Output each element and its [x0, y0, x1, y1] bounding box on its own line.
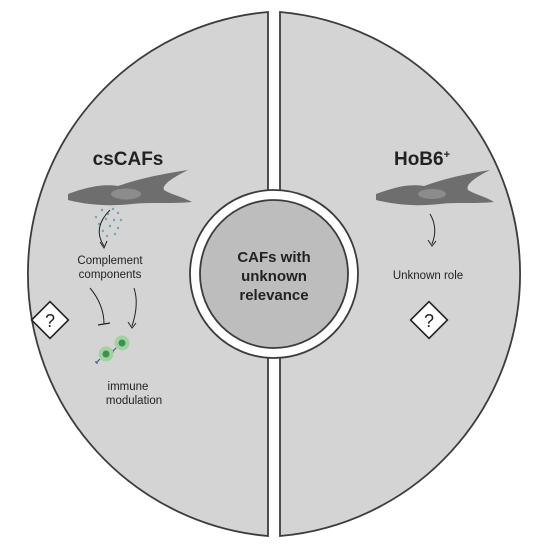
fibroblast-icon — [68, 170, 192, 206]
activation-arrowhead — [127, 321, 137, 329]
left-panel — [27, 11, 269, 537]
complement-label-1: Complement — [77, 255, 143, 267]
secretion-arrow — [98, 209, 111, 247]
immune-cell-icon — [95, 335, 130, 364]
immune-label-1: immune — [108, 381, 149, 393]
center-label-3: relevance — [239, 287, 308, 304]
center-label-2: unknown — [241, 268, 307, 285]
complement-label-2: components — [79, 269, 142, 281]
activation-arrow — [131, 287, 137, 327]
left-title: csCAFs — [93, 149, 164, 170]
center-circle — [199, 199, 349, 349]
svg-text:?: ? — [424, 311, 434, 331]
immune-label-2: modulation — [106, 395, 162, 407]
right-title: HoB6+ — [394, 149, 450, 170]
center-label-1: CAFs with — [237, 249, 310, 266]
question-diamond-icon: ? — [409, 300, 449, 340]
unknown-role-label: Unknown role — [393, 270, 463, 282]
fibroblast-icon — [376, 170, 494, 206]
question-diamond-icon: ? — [30, 300, 70, 340]
role-arrowhead — [427, 239, 437, 247]
secretion-arrowhead — [99, 240, 108, 250]
right-panel — [279, 11, 521, 537]
svg-text:?: ? — [45, 311, 55, 331]
role-arrow — [429, 213, 436, 245]
inhibition-bar — [97, 322, 111, 326]
inhibition-arrow — [89, 287, 105, 325]
